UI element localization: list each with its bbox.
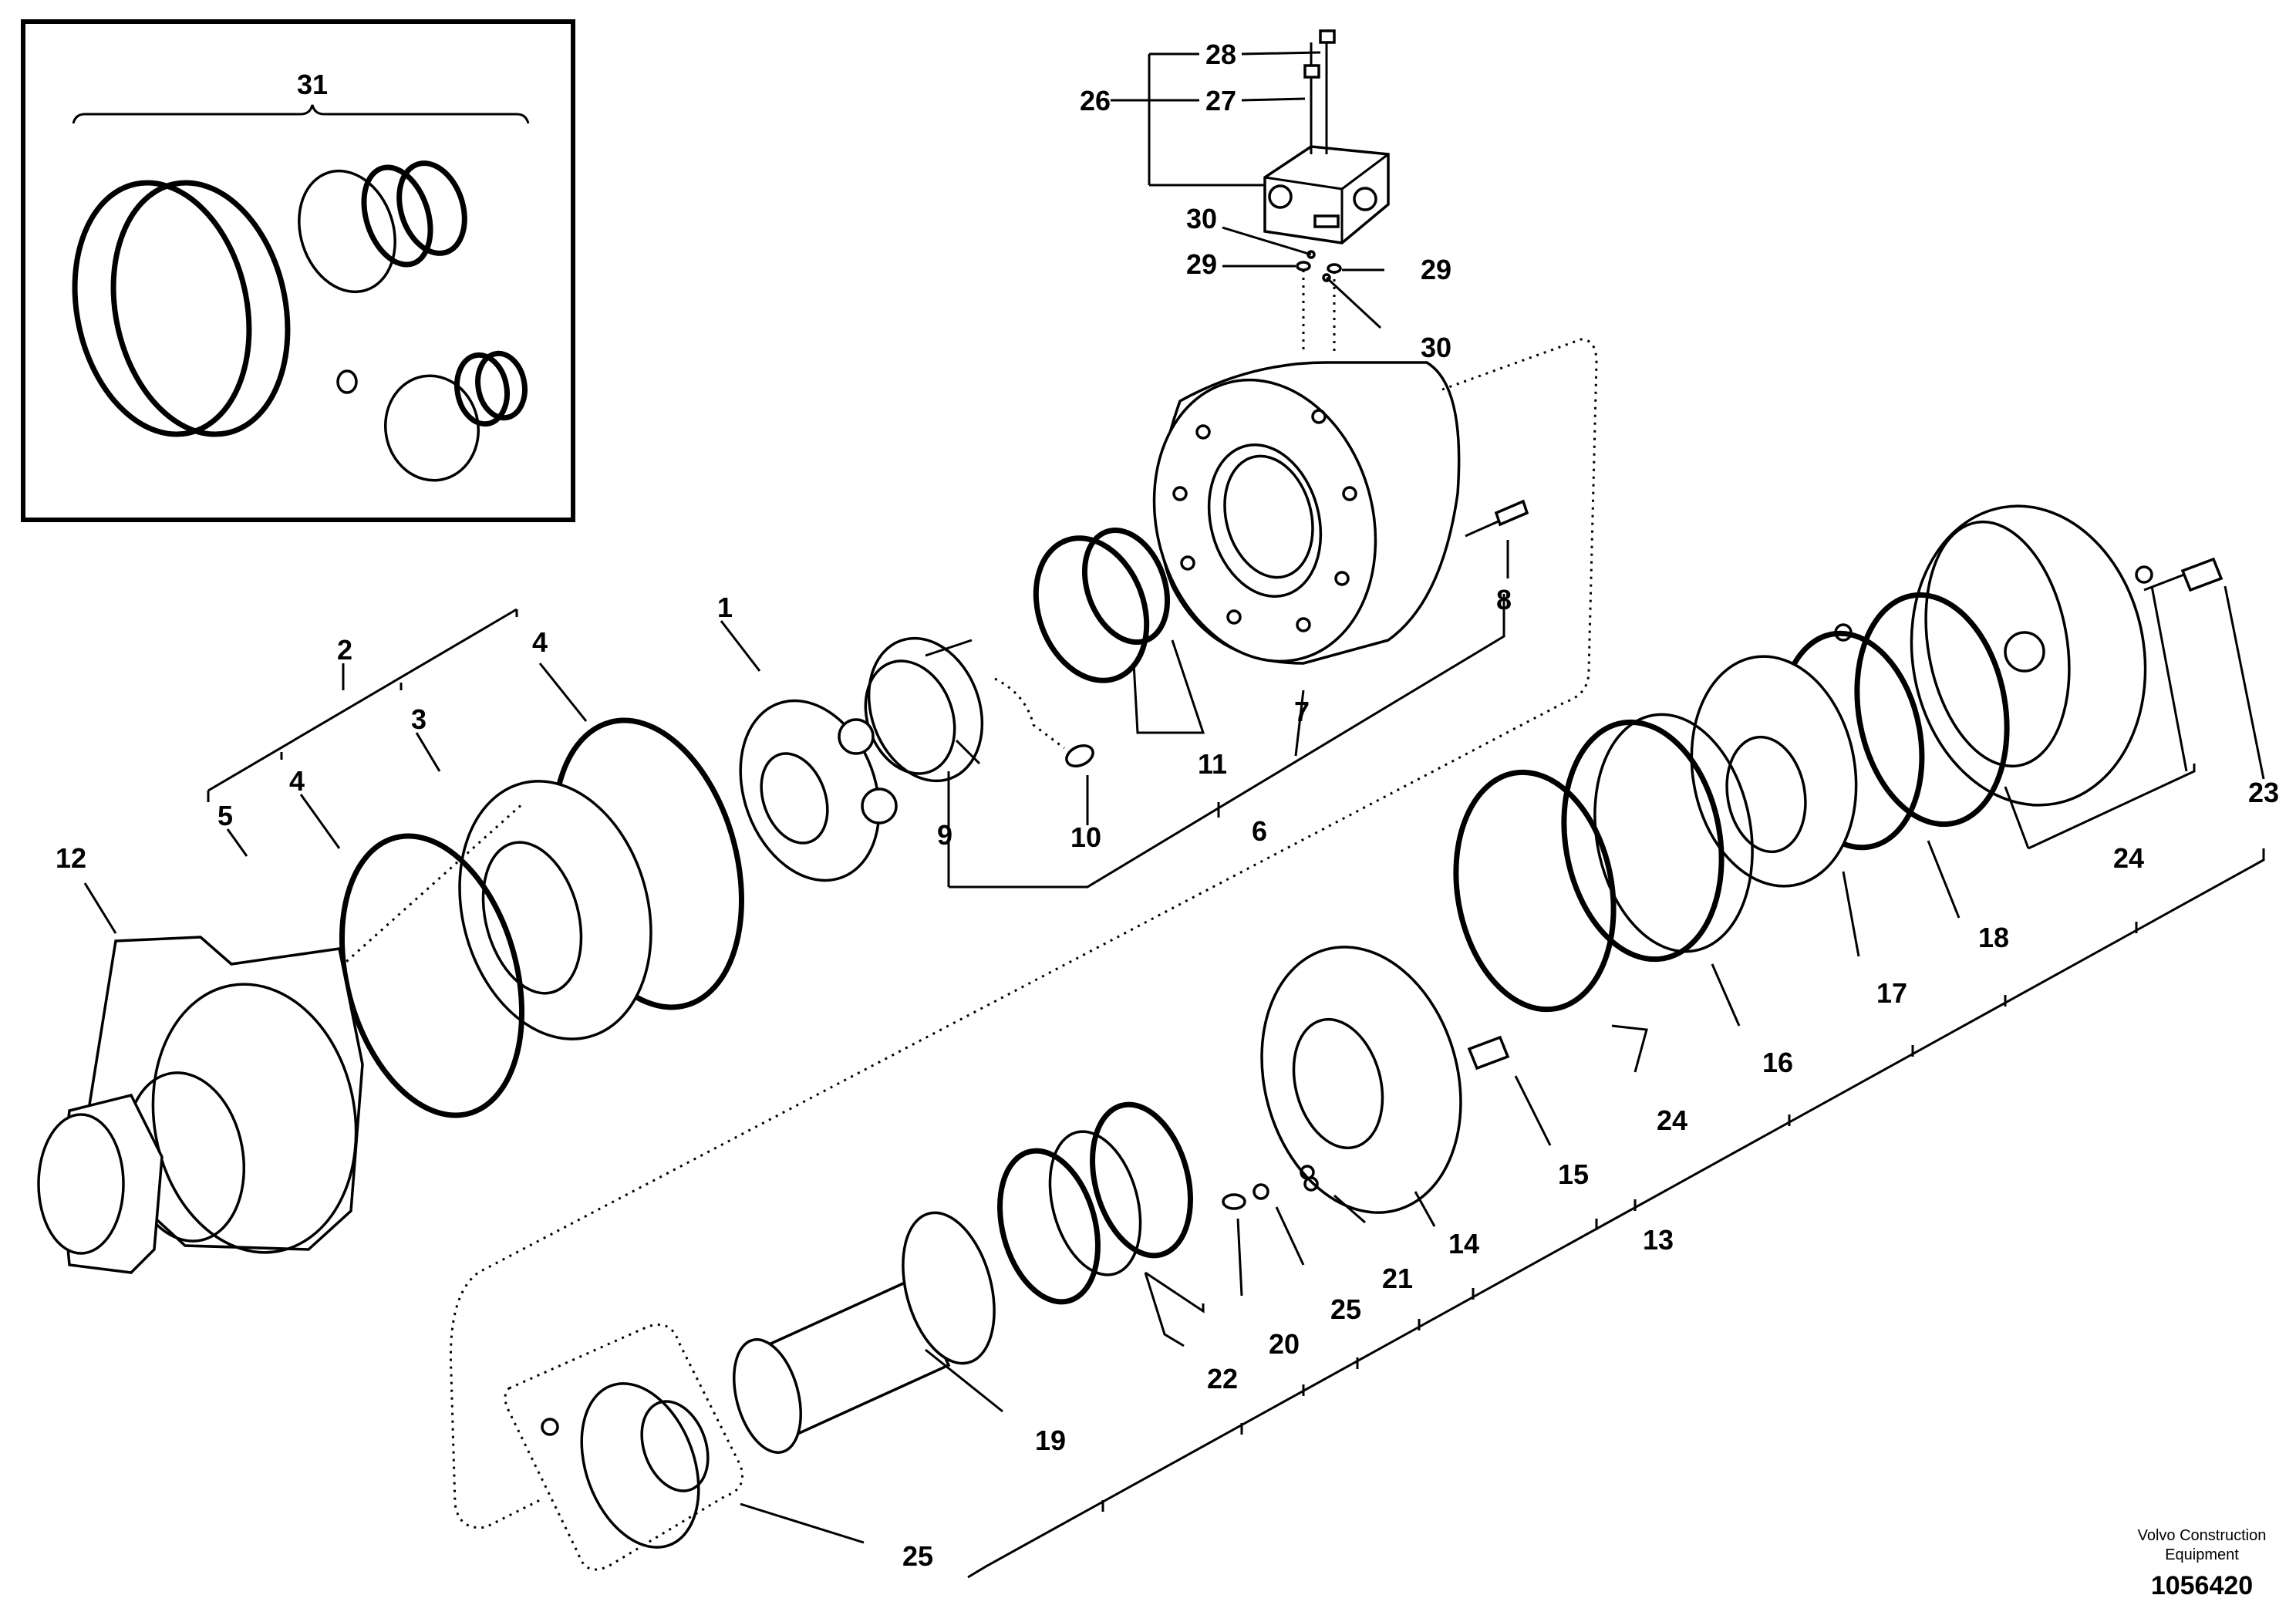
document-number: 1056420 [2151, 1571, 2253, 1600]
label-29-right: 29 [1421, 254, 1451, 285]
label-7: 7 [1294, 696, 1310, 727]
label-19: 19 [1035, 1425, 1066, 1456]
label-25-upper: 25 [1330, 1293, 1361, 1325]
motor-housing [1152, 361, 1529, 665]
part-labels: 1 2 3 4 4 5 6 7 8 9 10 11 12 13 14 15 16… [56, 39, 2279, 1572]
label-16: 16 [1762, 1047, 1793, 1078]
label-6: 6 [1252, 815, 1267, 847]
label-31: 31 [297, 69, 328, 100]
label-3: 3 [411, 703, 426, 735]
leader-lines [83, 51, 2265, 1579]
label-10: 10 [1070, 821, 1101, 853]
label-23: 23 [2248, 777, 2279, 808]
right-parts [449, 338, 2224, 1571]
left-parts [37, 527, 1171, 1274]
valve-block-assembly [1263, 29, 1390, 355]
label-25-lower: 25 [902, 1540, 933, 1572]
label-9: 9 [937, 819, 952, 851]
label-2: 2 [337, 634, 352, 666]
label-24-lower: 24 [1657, 1104, 1687, 1136]
label-24-upper: 24 [2113, 842, 2144, 874]
label-15: 15 [1558, 1158, 1589, 1190]
label-28: 28 [1205, 39, 1236, 70]
label-14: 14 [1448, 1228, 1479, 1259]
brand-line-2: Equipment [2165, 1546, 2239, 1563]
seal-kit-inset [21, 19, 575, 522]
label-1: 1 [717, 592, 733, 623]
label-4-lower: 4 [289, 765, 305, 797]
label-5: 5 [217, 800, 233, 831]
label-13: 13 [1643, 1224, 1674, 1256]
label-22: 22 [1207, 1363, 1238, 1394]
label-26: 26 [1080, 85, 1111, 116]
label-29-left: 29 [1186, 248, 1217, 280]
label-4-upper: 4 [532, 626, 548, 658]
label-21: 21 [1382, 1263, 1413, 1294]
label-27: 27 [1205, 85, 1236, 116]
label-30-left: 30 [1186, 203, 1217, 234]
brand-line-1: Volvo Construction [2138, 1527, 2267, 1544]
label-18: 18 [1978, 922, 2009, 953]
label-30-right: 30 [1421, 332, 1451, 363]
label-11: 11 [1198, 748, 1227, 780]
label-12: 12 [56, 842, 86, 874]
label-20: 20 [1269, 1328, 1300, 1360]
document-stamp: Volvo Construction Equipment 1056420 [2138, 1527, 2267, 1600]
label-8: 8 [1496, 584, 1512, 615]
label-17: 17 [1876, 977, 1907, 1009]
